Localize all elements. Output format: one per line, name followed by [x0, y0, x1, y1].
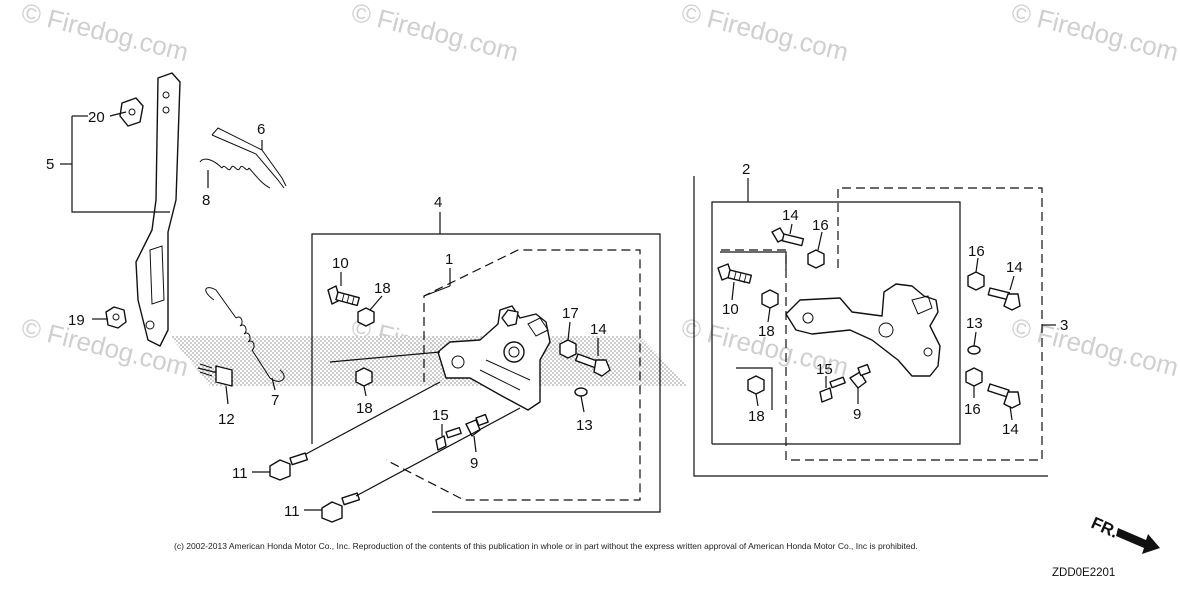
copyright-notice: (c) 2002-2013 American Honda Motor Co., …: [174, 541, 918, 551]
nut-16-bottom: [965, 367, 983, 387]
watermark: © Firedog.com: [679, 0, 852, 67]
callout-17: 17: [562, 305, 579, 322]
callout-7: 7: [271, 392, 279, 409]
nut-18-upper: [357, 307, 375, 327]
bolt-10: [327, 285, 360, 307]
callout-9: 9: [470, 455, 478, 472]
callout-13: 13: [576, 417, 593, 434]
callout-14: 14: [1002, 421, 1019, 438]
callout-16: 16: [812, 217, 829, 234]
pin-9-right: [849, 363, 871, 389]
screw-15-right: [819, 376, 846, 403]
group-4-outline: [311, 233, 661, 513]
callout-14: 14: [590, 321, 607, 338]
callout-16: 16: [964, 401, 981, 418]
control-lever: [135, 72, 181, 347]
flange-bolt-11-upper: [269, 381, 441, 481]
callout-12: 12: [218, 411, 235, 428]
center-callouts: 4 1 10 18 18 17 14 13 15 9 11 11: [232, 194, 607, 520]
front-label: FR.: [1088, 513, 1121, 541]
callout-10: 10: [722, 301, 739, 318]
governor-rod: [211, 127, 287, 189]
callout-4: 4: [434, 194, 442, 211]
callout-14: 14: [1006, 259, 1023, 276]
callout-15: 15: [432, 407, 449, 424]
flange-nut-part: [105, 306, 127, 329]
callout-5: 5: [46, 156, 54, 173]
watermark: © Firedog.com: [1009, 0, 1180, 67]
nut-18-lower: [355, 367, 373, 387]
callout-11: 11: [232, 465, 248, 482]
callout-2: 2: [742, 161, 750, 178]
watermark: © Firedog.com: [349, 0, 522, 67]
callout-6: 6: [257, 121, 265, 138]
group-2-frame: [711, 201, 961, 445]
left-callouts: 20 5 19 6 8 7 12: [46, 109, 279, 428]
callout-1: 1: [445, 251, 453, 268]
bolt-14-right-top: [771, 227, 805, 247]
callout-18: 18: [758, 323, 775, 340]
pin-9-center: [465, 413, 489, 437]
callout-3: 3: [1060, 317, 1068, 334]
callout-10: 10: [332, 255, 349, 272]
callout-20: 20: [88, 109, 105, 126]
screw-15-center: [435, 426, 462, 451]
callout-18: 18: [356, 400, 373, 417]
flange-bolt-11-lower: [321, 407, 521, 523]
nut-17: [559, 339, 577, 359]
washer-13-center: [574, 387, 588, 397]
watermark: © Firedog.com: [1009, 312, 1180, 382]
nut-16-right: [967, 271, 985, 291]
screen-band: [170, 336, 688, 386]
nut-16-top: [807, 249, 825, 269]
nut-18-right-lower: [747, 375, 765, 395]
bolt-10-right: [717, 263, 753, 284]
callout-16: 16: [968, 243, 985, 260]
front-direction-arrow: FR.: [1088, 513, 1160, 554]
bolt-14-right: [987, 287, 1021, 311]
bolt-14-bottom: [987, 383, 1021, 409]
governor-spring: [205, 287, 285, 382]
callout-11: 11: [284, 503, 300, 520]
right-callouts: 2 3 14 16 16 14 13 16 14 10 18 18 15 9: [722, 161, 1068, 438]
watermark: © Firedog.com: [19, 0, 192, 67]
callout-19: 19: [68, 312, 85, 329]
control-base-plate: [785, 283, 941, 377]
group-3-outline: [720, 187, 1043, 461]
callout-14: 14: [782, 207, 799, 224]
diagram-code: ZDD0E2201: [1052, 567, 1115, 579]
washer-13-right: [967, 345, 981, 355]
callout-18: 18: [374, 280, 391, 297]
clip-part: [119, 97, 144, 127]
control-base-assembly: [437, 305, 551, 411]
adjust-screw: [197, 363, 233, 387]
callout-9: 9: [853, 406, 861, 423]
rod-spring: [199, 158, 271, 189]
callout-13: 13: [966, 315, 983, 332]
callout-8: 8: [202, 192, 210, 209]
callout-15: 15: [816, 361, 833, 378]
nut-18-right-upper: [761, 289, 779, 309]
group-2-outline: [693, 176, 1048, 477]
callout-18: 18: [748, 408, 765, 425]
bolt-14-center: [574, 353, 611, 377]
